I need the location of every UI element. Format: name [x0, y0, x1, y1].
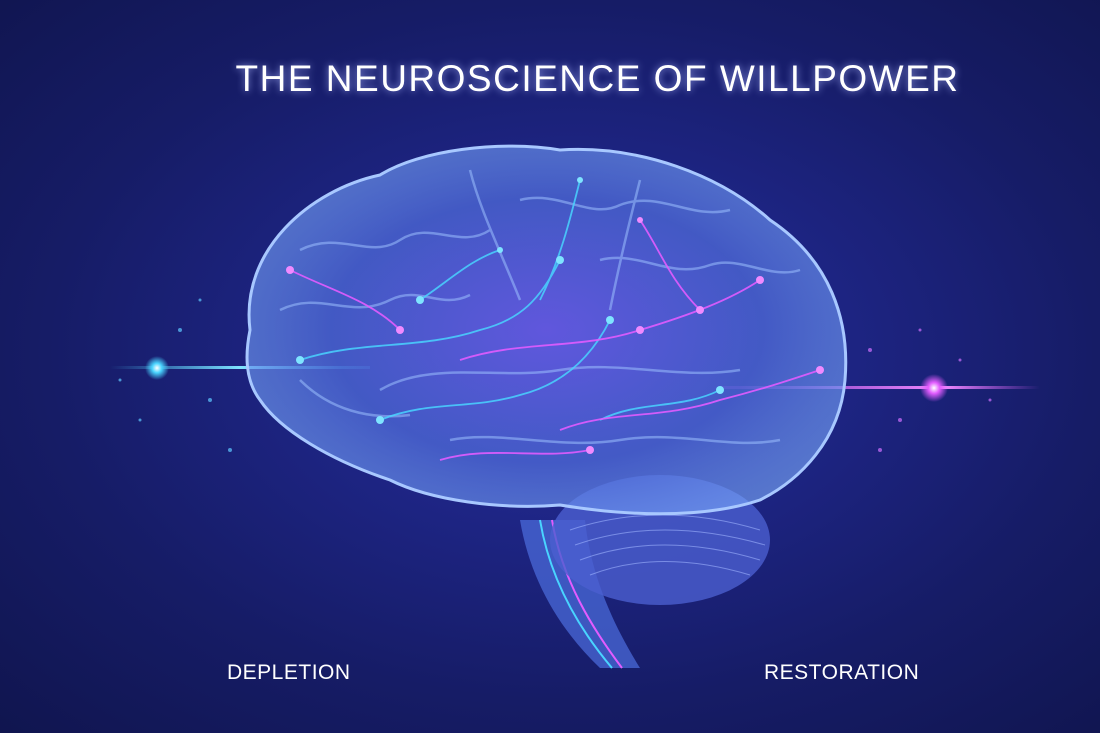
- brain-stem: [520, 520, 640, 668]
- restoration-beam: [720, 386, 1040, 389]
- cerebrum: [245, 144, 848, 516]
- depletion-label: DEPLETION: [227, 661, 351, 684]
- page-title: THE NEUROSCIENCE OF WILLPOWER: [0, 58, 1040, 100]
- restoration-label: RESTORATION: [764, 661, 920, 684]
- cyan-glow-node: [145, 356, 169, 380]
- magenta-glow-node: [920, 374, 948, 402]
- brain-folds: [279, 169, 801, 445]
- title-text: THE NEUROSCIENCE OF WILLPOWER: [235, 58, 960, 99]
- depletion-beam: [110, 366, 370, 369]
